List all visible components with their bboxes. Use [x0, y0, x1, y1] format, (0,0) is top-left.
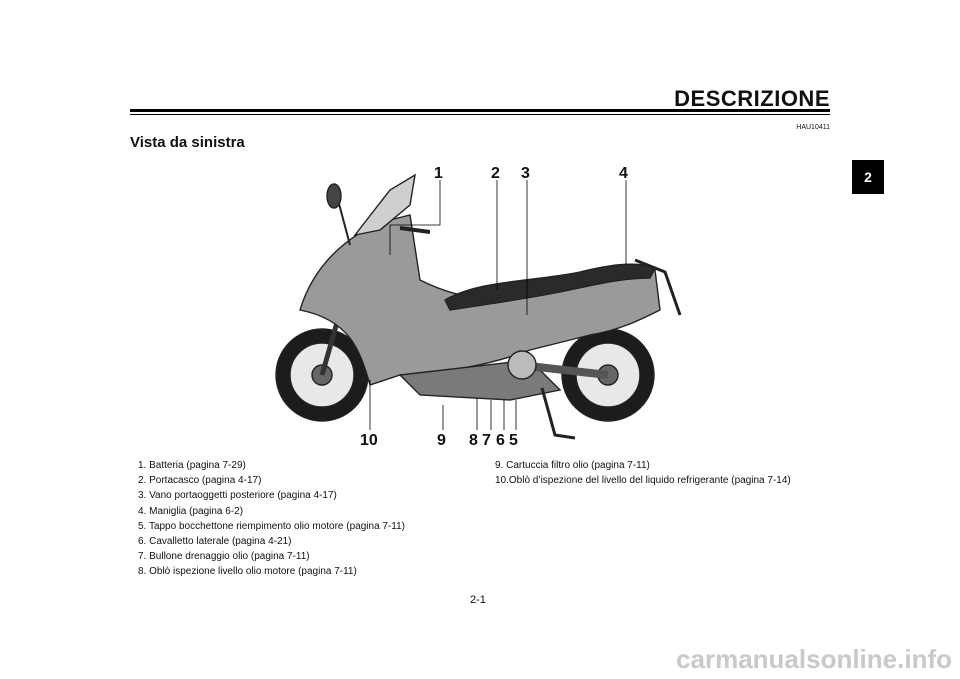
- legend-item: 9. Cartuccia filtro olio (pagina 7-11): [495, 460, 650, 471]
- legend-item: 1. Batteria (pagina 7-29): [138, 460, 246, 471]
- page-number: 2-1: [470, 594, 486, 606]
- legend-item: 7. Bullone drenaggio olio (pagina 7-11): [138, 551, 310, 563]
- legend-item: 8. Oblò ispezione livello olio motore (p…: [138, 566, 357, 578]
- callout-5: 5: [509, 432, 518, 449]
- callout-2: 2: [491, 165, 500, 182]
- callout-1: 1: [434, 165, 443, 182]
- callout-9: 9: [437, 432, 446, 449]
- callout-6: 6: [496, 432, 505, 449]
- chapter-tab: 2: [852, 160, 884, 194]
- callout-8: 8: [469, 432, 478, 449]
- legend-item: 4. Maniglia (pagina 6-2): [138, 505, 244, 517]
- legend-item: 5. Tappo bocchettone riempimento olio mo…: [138, 520, 406, 532]
- legend-item: 3. Vano portaoggetti posteriore (pagina …: [138, 490, 337, 502]
- watermark-text: carmanualsonline.info: [676, 644, 952, 674]
- legend-item: 10.Oblò d’ispezione del livello del liqu…: [495, 475, 791, 487]
- callout-7: 7: [482, 432, 491, 449]
- callout-4: 4: [619, 165, 628, 182]
- legend-right-column: 9. Cartuccia filtro olio (pagina 7-11) 1…: [495, 458, 791, 488]
- header-rule-thick: [130, 109, 830, 112]
- callout-3: 3: [521, 165, 530, 182]
- scooter-illustration: [275, 173, 682, 440]
- header-rule-thin: [130, 114, 830, 115]
- seat: [444, 263, 656, 311]
- legend-item: 2. Portacasco (pagina 4-17): [138, 475, 262, 487]
- callout-10: 10: [360, 432, 378, 449]
- legend-item: 6. Cavalletto laterale (pagina 4-21): [138, 536, 292, 548]
- windscreen: [353, 173, 416, 237]
- document-code: HAU10411: [796, 124, 830, 131]
- legend-left-column: 1. Batteria (pagina 7-29) 2. Portacasco …: [138, 458, 405, 580]
- section-title: Vista da sinistra: [130, 134, 245, 151]
- page-header-title: DESCRIZIONE: [674, 86, 830, 111]
